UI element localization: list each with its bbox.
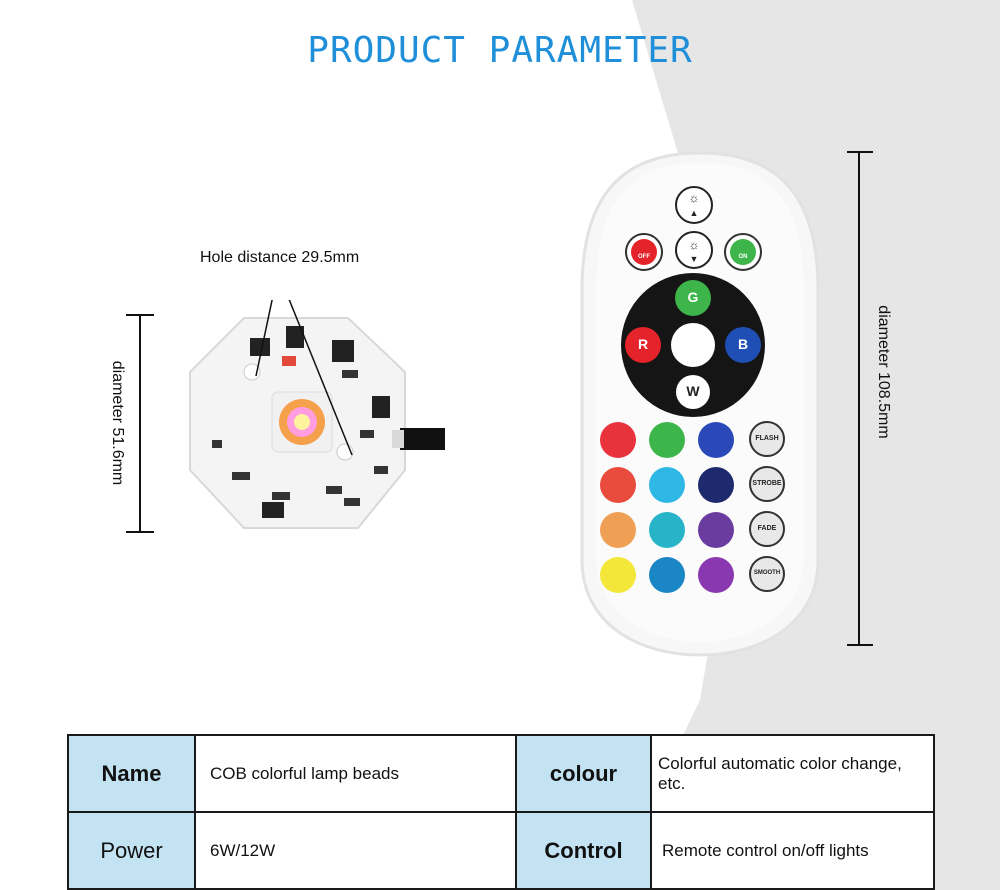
spec-value-power: 6W/12W xyxy=(194,811,517,890)
remote-fade-label: FADE xyxy=(757,525,777,532)
table-row: Name COB colorful lamp beads colour Colo… xyxy=(67,734,935,813)
color-button xyxy=(698,557,734,593)
spec-value-control: Remote control on/off lights xyxy=(650,811,935,890)
svg-text:▲: ▲ xyxy=(690,208,699,218)
led-board-image xyxy=(189,300,445,529)
remote-w-label: W xyxy=(686,383,700,399)
svg-text:▼: ▼ xyxy=(690,254,699,264)
table-row: Power 6W/12W Control Remote control on/o… xyxy=(67,811,935,890)
board-dimension-line xyxy=(126,314,154,533)
hole-distance-label: Hole distance 29.5mm xyxy=(200,249,360,266)
remote-on-label: ON xyxy=(738,254,748,260)
remote-strobe-label: STROBE xyxy=(752,480,782,487)
remote-control-image: ☼ ▲ ☼ ▼ xyxy=(580,151,820,657)
spec-key-colour: colour xyxy=(515,734,652,813)
remote-off-label: OFF xyxy=(638,254,650,260)
spec-value-name: COB colorful lamp beads xyxy=(194,734,517,813)
color-button xyxy=(649,512,685,548)
remote-r-label: R xyxy=(637,336,649,352)
remote-b-label: B xyxy=(737,336,749,352)
svg-text:☼: ☼ xyxy=(689,191,700,205)
svg-text:☼: ☼ xyxy=(689,238,700,252)
spec-key-power: Power xyxy=(67,811,196,890)
color-button xyxy=(649,467,685,503)
remote-g-label: G xyxy=(687,289,699,305)
spec-value-colour: Colorful automatic color change, etc. xyxy=(650,734,935,813)
color-button xyxy=(649,422,685,458)
color-button xyxy=(649,557,685,593)
color-button xyxy=(600,422,636,458)
spec-key-control: Control xyxy=(515,811,652,890)
page-title: PRODUCT PARAMETER xyxy=(307,30,693,71)
color-button xyxy=(600,467,636,503)
color-button xyxy=(698,422,734,458)
color-button xyxy=(698,467,734,503)
remote-smooth-label: SMOOTH xyxy=(753,570,781,576)
spec-key-name: Name xyxy=(67,734,196,813)
color-button xyxy=(600,512,636,548)
remote-dimension-line xyxy=(847,151,873,646)
remote-flash-label: FLASH xyxy=(755,435,779,442)
board-diameter-label: diameter 51.6mm xyxy=(109,360,126,486)
spec-table: Name COB colorful lamp beads colour Colo… xyxy=(67,734,935,890)
remote-diameter-label: diameter 108.5mm xyxy=(875,305,892,439)
color-button xyxy=(698,512,734,548)
color-button xyxy=(600,557,636,593)
